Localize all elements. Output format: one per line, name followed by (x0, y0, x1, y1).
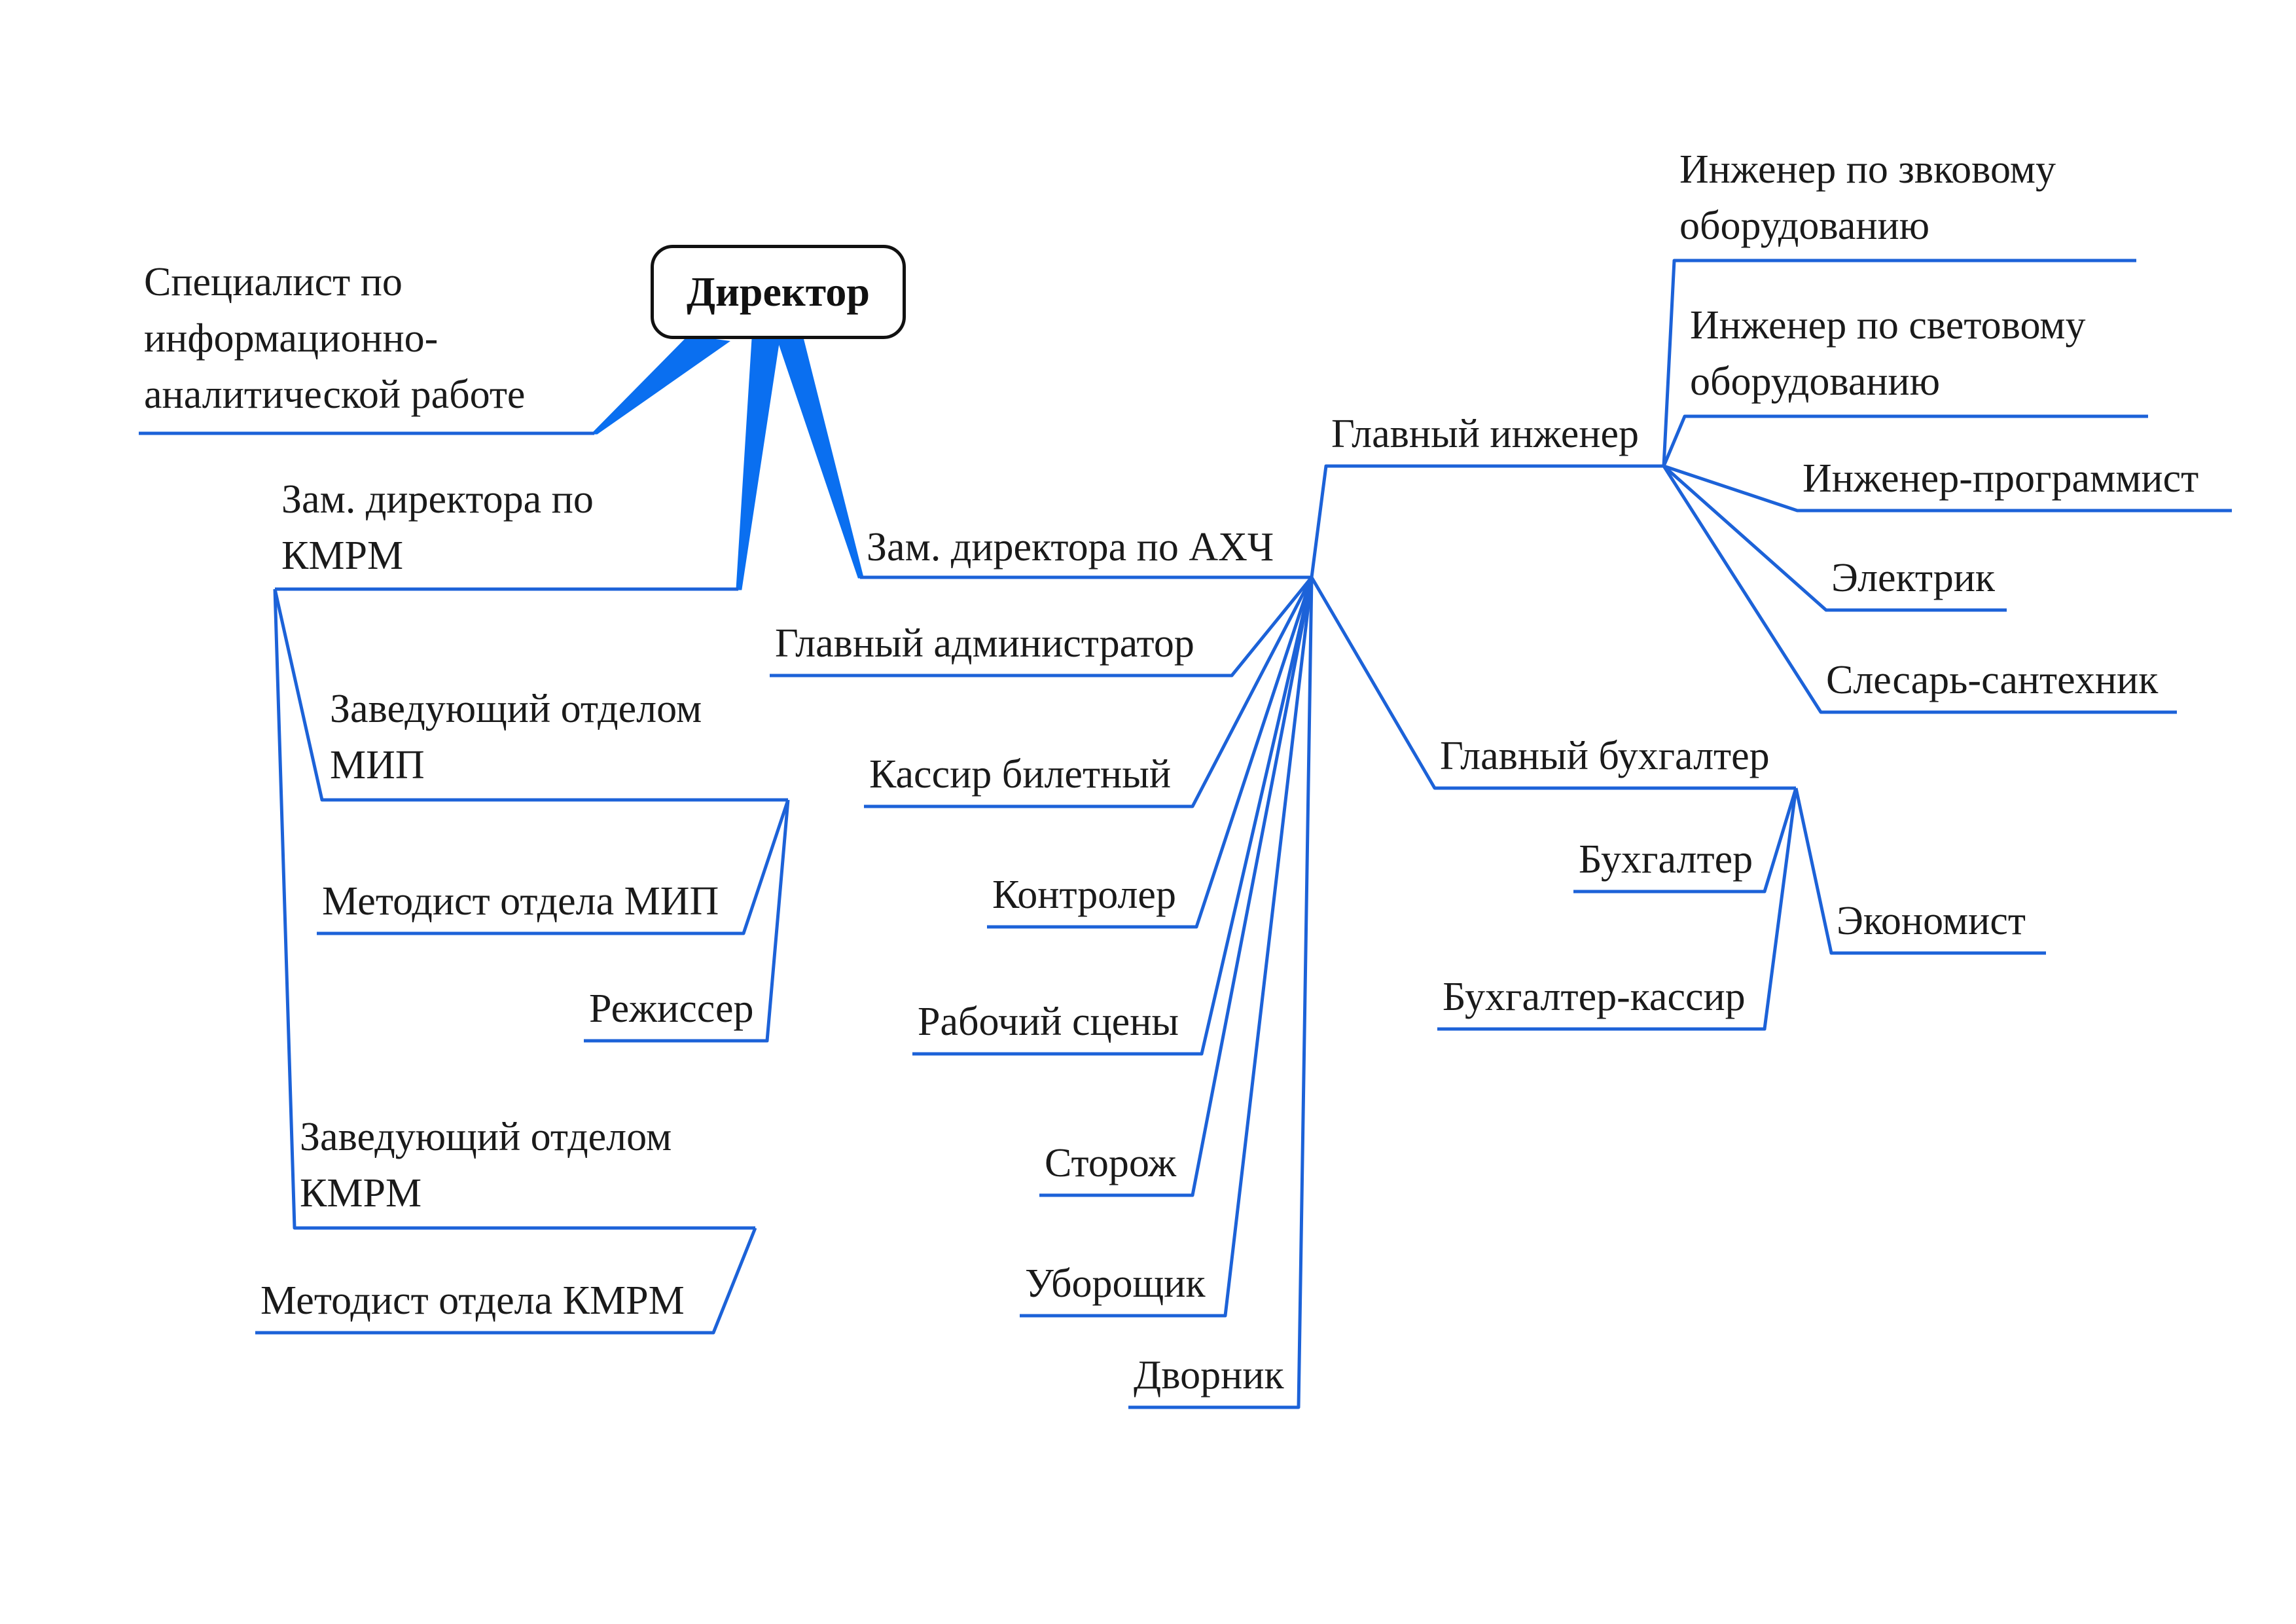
label-chief-admin[interactable]: Главный администратор (775, 621, 1194, 666)
label-cleaner[interactable]: Уборощик (1025, 1261, 1206, 1306)
label-deputy-ahch[interactable]: Зам. директора по АХЧ (867, 525, 1274, 569)
edge-methodist-kmrm (255, 1227, 757, 1335)
edge-plumber (1662, 465, 2177, 714)
edge-cashier (864, 576, 1314, 808)
edge-head-kmrm (273, 588, 755, 1230)
director-spikes (590, 335, 864, 590)
edge-eng-light (1662, 414, 2148, 467)
label-plumber[interactable]: Слесарь-сантехник (1826, 658, 2159, 702)
label-accountant-cashier[interactable]: Бухгалтер-кассир (1443, 975, 1746, 1019)
label-head-mip[interactable]: Заведующий отделом МИП (330, 687, 702, 787)
edge-chief-accountant (1310, 576, 1796, 790)
label-stagehand[interactable]: Рабочий сцены (918, 1000, 1179, 1044)
edge-chief-admin (770, 576, 1313, 677)
label-eng-programmer[interactable]: Инженер-программист (1803, 456, 2199, 501)
edge-director-stage (584, 799, 790, 1043)
label-economist[interactable]: Экономист (1837, 899, 2026, 943)
label-head-kmrm[interactable]: Заведующий отделом КМРМ (300, 1115, 672, 1216)
spike-to-deputy-kmrm (736, 338, 780, 590)
edge-eng-sound (1662, 259, 2136, 467)
edge-accountant-cashier (1437, 787, 1798, 1031)
label-specialist[interactable]: Специалист по информационно- аналитическ… (144, 260, 526, 417)
label-accountant[interactable]: Бухгалтер (1579, 837, 1753, 882)
label-controller[interactable]: Контролер (992, 873, 1176, 917)
spike-to-specialist (590, 335, 731, 435)
edge-controller (987, 577, 1314, 929)
director-label: Директор (687, 268, 870, 315)
label-chief-engineer[interactable]: Главный инженер (1331, 412, 1640, 456)
edge-chief-engineer (1310, 464, 1664, 578)
edge-methodist-mip (317, 799, 790, 935)
label-director-stage[interactable]: Режиссер (589, 986, 754, 1031)
edge-watchman (1039, 577, 1314, 1197)
edge-janitor (1128, 577, 1314, 1409)
edge-stagehand (912, 577, 1314, 1056)
edge-head-mip (273, 588, 788, 802)
label-janitor[interactable]: Дворник (1134, 1353, 1284, 1398)
label-deputy-kmrm[interactable]: Зам. директора по КМРМ (281, 477, 594, 578)
label-electrician[interactable]: Электрик (1831, 556, 1996, 600)
label-methodist-mip[interactable]: Методист отдела МИП (322, 879, 719, 924)
label-eng-light[interactable]: Инженер по световому оборудованию (1690, 303, 2086, 404)
spike-to-deputy-ahch (776, 336, 864, 579)
director-node[interactable]: Директор (651, 245, 906, 339)
edge-eng-programmer (1663, 464, 2232, 513)
label-methodist-kmrm[interactable]: Методист отдела КМРМ (260, 1278, 685, 1323)
label-cashier[interactable]: Кассир билетный (869, 752, 1172, 797)
edge-cleaner (1020, 577, 1314, 1318)
edge-electrician (1662, 465, 2007, 612)
label-chief-accountant[interactable]: Главный бухгалтер (1440, 734, 1770, 778)
label-eng-sound[interactable]: Инженер по звковому оборудованию (1679, 147, 2056, 248)
label-watchman[interactable]: Сторож (1045, 1141, 1177, 1185)
edge-economist (1794, 787, 2046, 955)
edge-accountant (1573, 787, 1798, 893)
